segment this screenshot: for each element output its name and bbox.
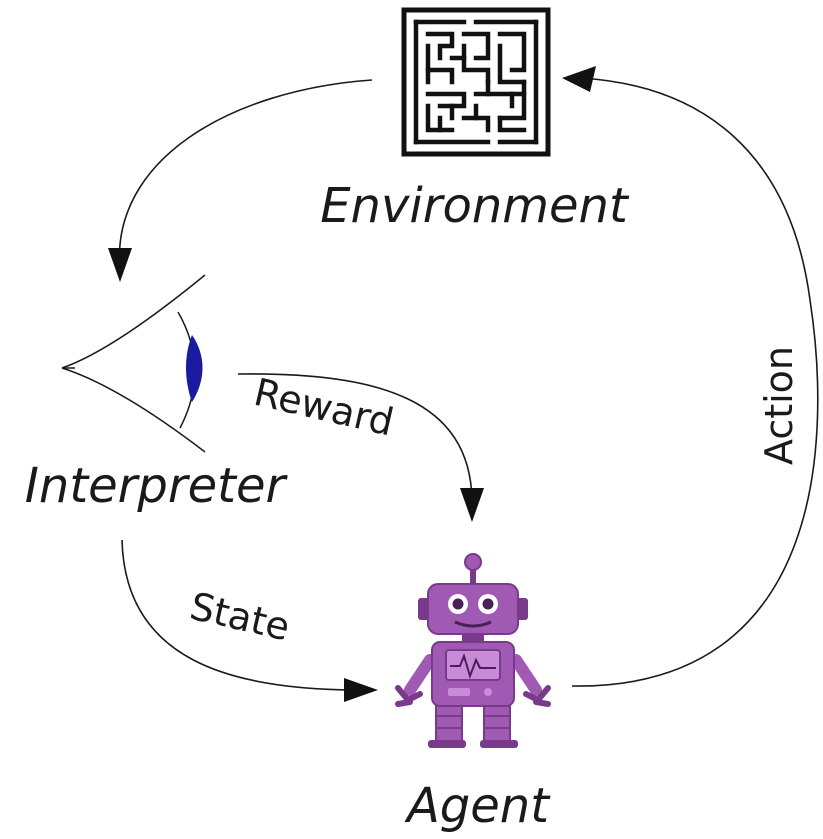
maze-icon bbox=[401, 7, 551, 157]
edge-label-reward: Reward bbox=[250, 370, 398, 445]
arrowhead-action bbox=[562, 66, 596, 92]
edge-label-action: Action bbox=[757, 346, 801, 465]
environment-label: Environment bbox=[320, 178, 630, 234]
edge-observation bbox=[108, 79, 373, 282]
arrowhead-state bbox=[344, 678, 378, 702]
edge-label-state: State bbox=[186, 584, 294, 650]
eye-iris bbox=[186, 335, 203, 402]
arrowhead-reward bbox=[460, 488, 484, 522]
eye-icon bbox=[61, 274, 206, 453]
agent-node: Agent bbox=[395, 553, 551, 834]
arrowhead-observation bbox=[108, 248, 132, 282]
interpreter-label: Interpreter bbox=[25, 458, 289, 514]
edge-reward bbox=[237, 373, 484, 522]
environment-node: Environment bbox=[320, 7, 630, 234]
interpreter-node: Interpreter bbox=[25, 274, 289, 514]
edge-state bbox=[121, 539, 378, 702]
edge-action bbox=[562, 66, 819, 687]
robot-icon bbox=[395, 553, 551, 748]
agent-label: Agent bbox=[404, 778, 551, 834]
